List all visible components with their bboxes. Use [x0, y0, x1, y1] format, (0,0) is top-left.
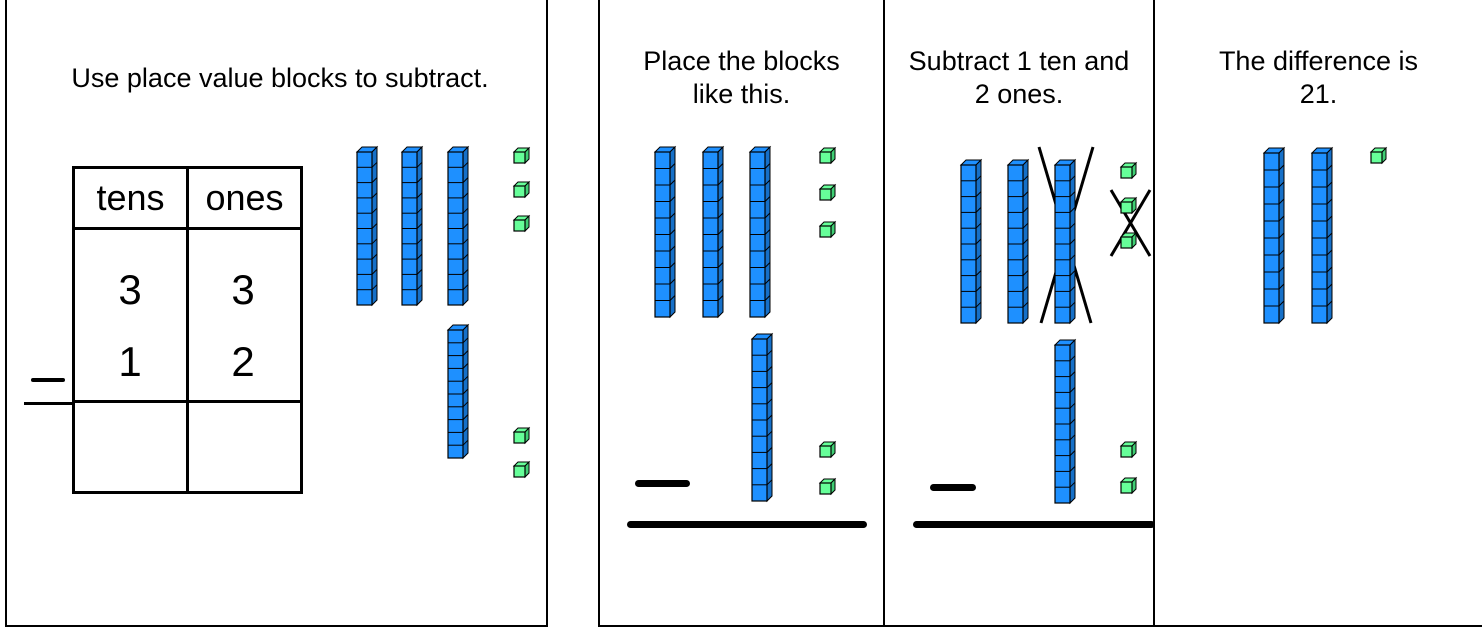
unit-cube-icon [1119, 196, 1138, 215]
step-2-minus-sign [930, 484, 976, 491]
minuend-tens-digit: 3 [118, 266, 142, 313]
tens-header: tens [72, 166, 189, 230]
unit-cube-icon [512, 460, 531, 479]
ten-rod-icon [653, 145, 677, 319]
numbers-cell-tens [72, 227, 189, 403]
unit-cube-icon [512, 180, 531, 199]
ten-rod-icon [701, 145, 725, 319]
unit-cube-icon [1119, 161, 1138, 180]
instruction-text: Use place value blocks to subtract. [71, 63, 489, 93]
step-1-minus-sign [635, 480, 690, 487]
unit-cube-icon [1119, 440, 1138, 459]
ten-rod-icon [400, 145, 424, 307]
step-2-caption-line1: Subtract 1 ten and [908, 46, 1130, 76]
step-2-caption-line2: 2 ones. [974, 79, 1064, 109]
unit-cube-icon [818, 146, 837, 165]
unit-cube-icon [1119, 476, 1138, 495]
ten-rod-icon [446, 145, 470, 307]
unit-cube-icon [512, 426, 531, 445]
step-1-caption: Place the blocks like this. [600, 45, 883, 111]
ones-header: ones [186, 166, 303, 230]
ten-rod-icon [750, 332, 774, 503]
unit-cube-icon [1369, 146, 1388, 165]
step-1-answer-line [627, 521, 867, 528]
minus-sign [31, 378, 65, 382]
answer-cell-tens [72, 400, 189, 494]
minuend-ones-digit: 3 [231, 266, 255, 313]
ten-rod-icon [1262, 146, 1286, 325]
ten-rod-icon [748, 145, 772, 319]
unit-cube-icon [818, 440, 837, 459]
subtrahend-tens-digit: 1 [118, 338, 142, 385]
step-3-caption: The difference is 21. [1155, 45, 1482, 111]
ten-rod-icon [1053, 158, 1077, 325]
step-1-caption-line1: Place the blocks [643, 46, 840, 76]
step-2-caption: Subtract 1 ten and 2 ones. [885, 45, 1153, 111]
step-2-answer-line [913, 521, 1155, 528]
unit-cube-icon [818, 220, 837, 239]
ten-rod-icon [1053, 338, 1077, 505]
subtrahend-ones-digit: 2 [231, 338, 255, 385]
cross-out-ones-icon [1109, 189, 1152, 257]
ten-rod-icon [959, 158, 983, 325]
place-value-table: tens ones [72, 166, 303, 494]
ten-rod-icon [1310, 146, 1334, 325]
unit-cube-icon [1119, 231, 1138, 250]
ten-rod-icon [1006, 158, 1030, 325]
numbers-cell-ones [186, 227, 303, 403]
step-3-caption-line2: 21. [1299, 79, 1338, 109]
step-3-caption-line1: The difference is [1218, 46, 1419, 76]
unit-cube-icon [818, 477, 837, 496]
unit-cube-icon [818, 183, 837, 202]
table-answer-line [24, 402, 74, 405]
unit-cube-icon [512, 214, 531, 233]
answer-cell-ones [186, 400, 303, 494]
ten-rod-icon [355, 145, 379, 307]
ten-rod-icon [446, 323, 470, 460]
step-1-caption-line2: like this. [692, 79, 791, 109]
unit-cube-icon [512, 146, 531, 165]
